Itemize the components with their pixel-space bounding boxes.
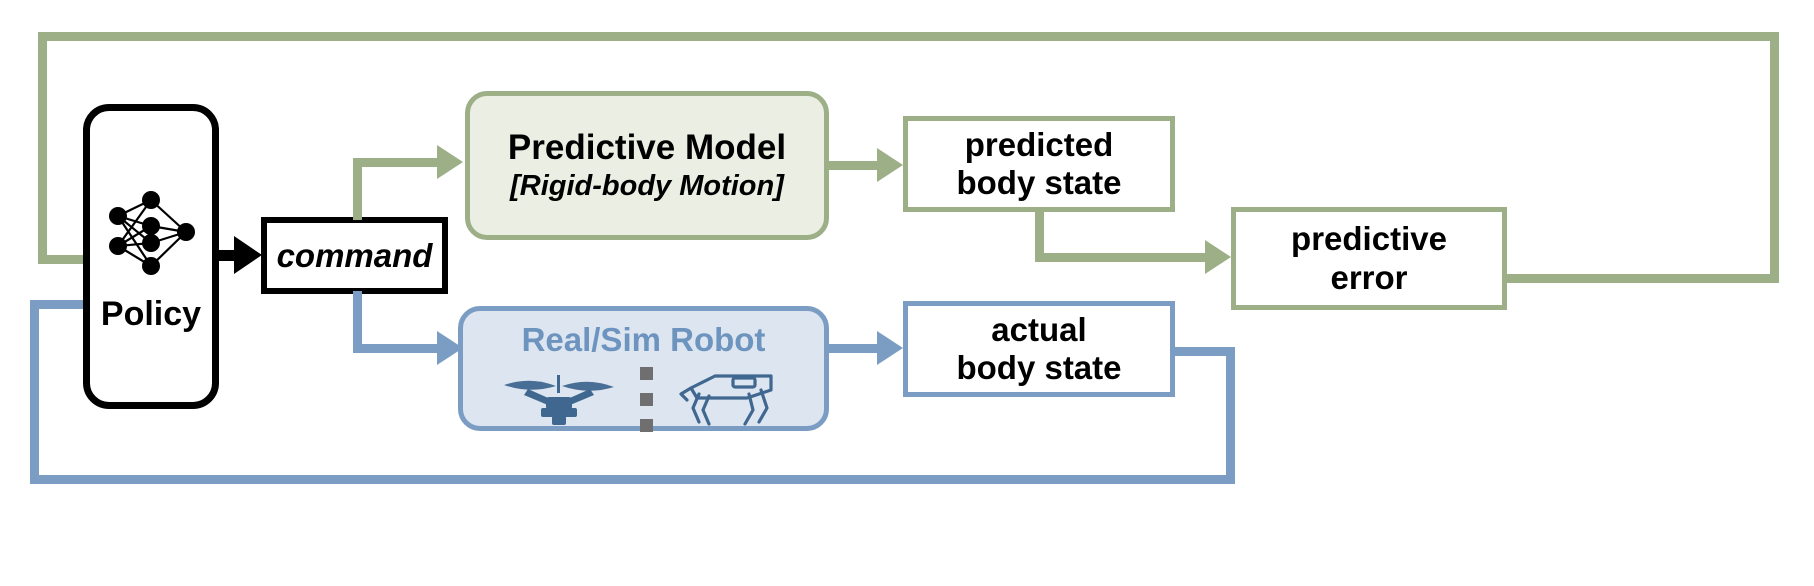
model-to-predicted-arrowhead [877,148,903,182]
command-label: command [276,236,433,274]
vertical-ellipsis-icon [640,367,653,432]
quadruped-robot-icon [675,364,787,435]
policy-to-command-line [219,250,242,261]
real-sim-robot-title: Real/Sim Robot [521,321,766,358]
actual-body-state-box[interactable]: actual body state [903,301,1175,397]
blue-loop-right-vertical [1226,347,1235,484]
robot-to-actual-arrowhead [877,331,903,365]
blue-loop-left-vertical [30,300,39,484]
predicted-body-state-line1: predicted [964,125,1114,163]
drone-icon [500,367,618,432]
green-loop-right-vertical [1770,32,1779,282]
predicted-to-error-vertical [1035,212,1044,258]
predicted-body-state-label: predicted body state [956,126,1121,203]
command-to-robot-horizontal [353,344,437,353]
command-to-model-vertical [353,158,362,220]
green-loop-error-right-stub [1500,274,1779,283]
policy-box[interactable]: Policy [83,104,219,409]
predictive-model-box[interactable]: Predictive Model [Rigid-body Motion] [465,91,829,240]
green-loop-into-policy [38,255,85,264]
actual-body-state-line1: actual [991,310,1087,348]
predictive-error-box[interactable]: predictive error [1231,207,1507,310]
command-to-model-arrowhead [437,145,463,179]
actual-body-state-line2: body state [956,349,1122,386]
blue-loop-into-policy [30,300,85,309]
command-to-model-horizontal [353,158,437,167]
command-to-robot-vertical [353,291,362,353]
robot-to-actual-line [829,344,884,353]
green-loop-top-horizontal [38,32,1779,41]
policy-label: Policy [100,295,202,333]
predicted-body-state-line2: body state [956,164,1122,201]
predictive-model-subtitle: [Rigid-body Motion] [510,169,784,202]
actual-body-state-label: actual body state [956,311,1121,388]
green-loop-left-vertical [38,32,47,264]
predictive-error-label: predictive error [1291,220,1447,297]
command-box[interactable]: command [261,217,448,294]
predicted-to-error-arrowhead [1205,240,1231,274]
predicted-to-error-horizontal [1035,253,1212,262]
predictive-model-title: Predictive Model [507,127,787,167]
neural-network-icon [96,182,206,287]
policy-to-command-arrowhead [234,236,262,274]
predictive-error-line1: predictive [1291,220,1447,258]
predicted-body-state-box[interactable]: predicted body state [903,116,1175,212]
blue-loop-bottom-horizontal [30,475,1235,484]
robot-icon-row [500,364,787,435]
predictive-error-line2: error [1330,258,1408,296]
real-sim-robot-box[interactable]: Real/Sim Robot [458,306,829,432]
model-to-predicted-line [829,161,884,170]
blue-loop-right-stub [1170,347,1235,356]
